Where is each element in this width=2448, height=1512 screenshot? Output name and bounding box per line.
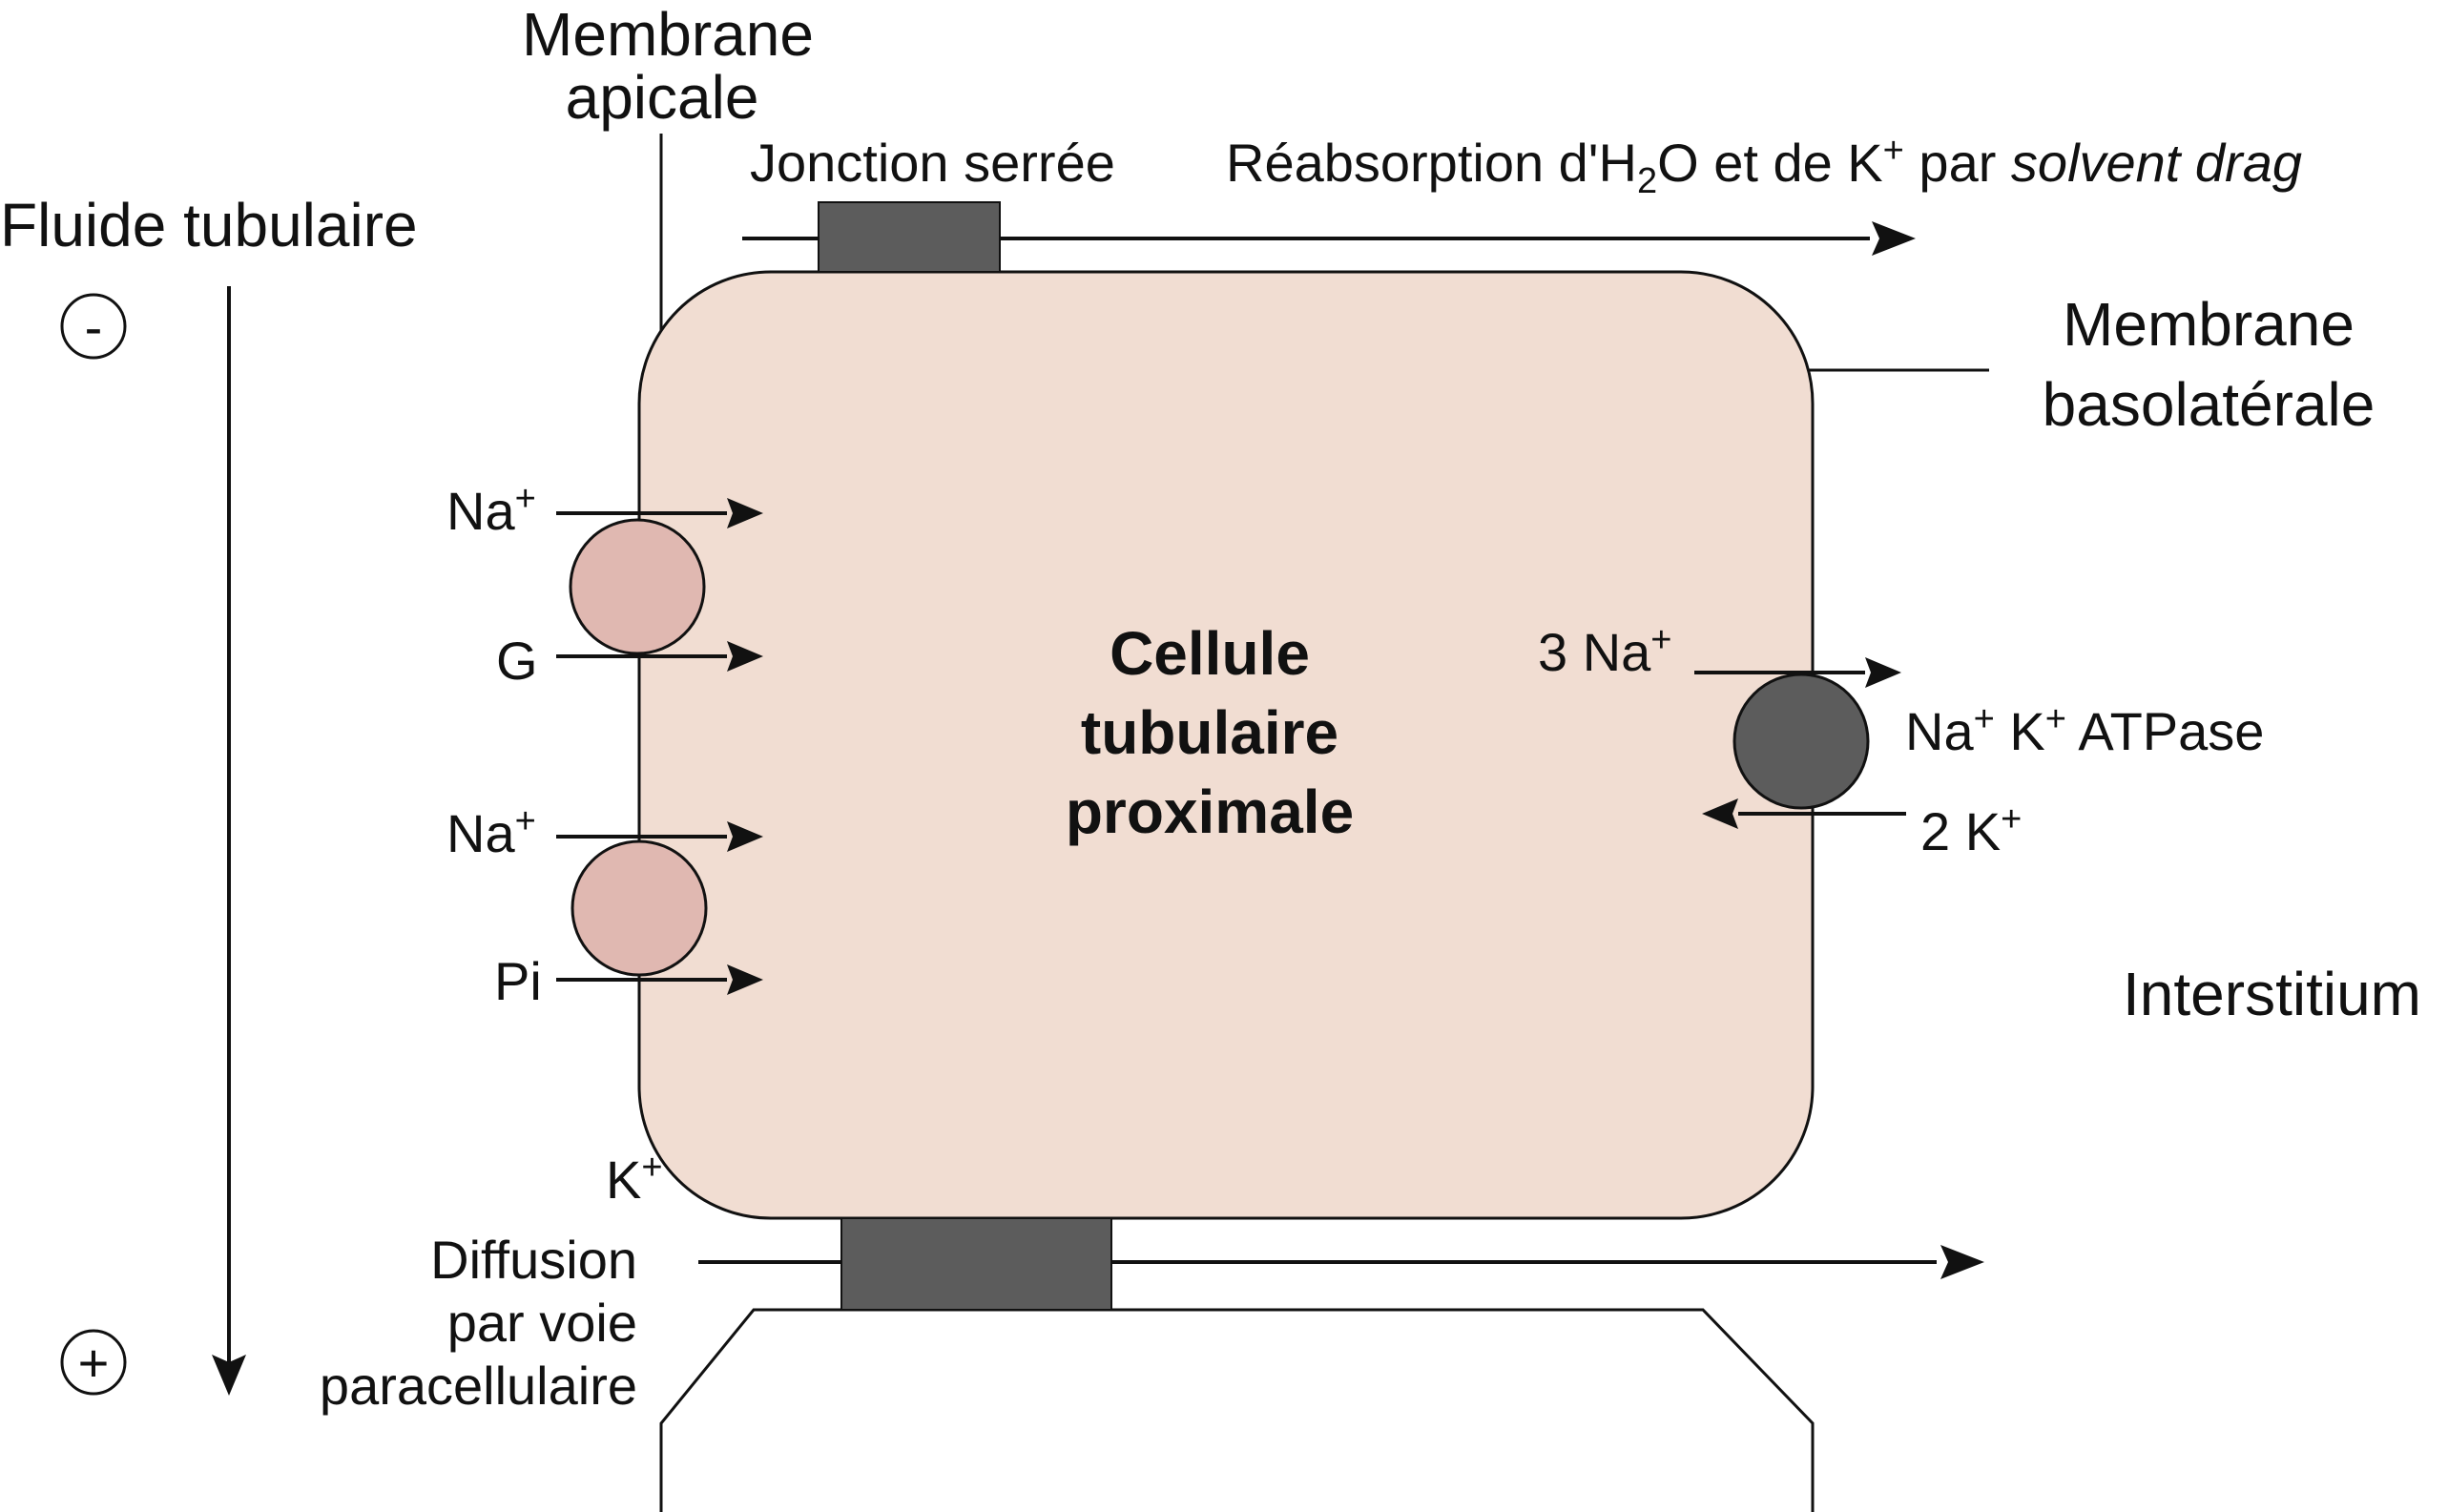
na-k-atpase-label: Na+ K+ ATPase	[1905, 699, 2264, 761]
plus-circle	[60, 1329, 127, 1396]
two-k-arrowhead	[1702, 798, 1738, 829]
phosphate-label: Pi	[494, 951, 542, 1011]
tight-junction-label: Jonction serrée	[750, 133, 1115, 193]
two-k-label: 2 K+	[1920, 799, 2022, 861]
paracellular-diffusion-label-line3: paracellulaire	[320, 1356, 637, 1416]
tubular-fluid-label: Fluide tubulaire	[0, 191, 418, 259]
paracellular-diffusion-label-line2: par voie	[447, 1293, 637, 1353]
minus-circle	[60, 293, 127, 360]
apical-membrane-label-line1: Membrane	[522, 0, 814, 69]
potential-gradient-arrowhead	[212, 1355, 246, 1396]
na1-arrowhead	[727, 498, 763, 528]
k-plus-label: K+	[606, 1148, 663, 1210]
glucose-arrowhead	[727, 641, 763, 672]
glucose-label: G	[496, 631, 538, 691]
cell-title-line3: proximale	[1066, 777, 1354, 846]
cell-title-line2: tubulaire	[1081, 698, 1338, 767]
pi-arrowhead	[727, 964, 763, 995]
na1-label: Na+	[446, 479, 536, 541]
interstitium-label: Interstitium	[2123, 960, 2421, 1028]
minus-sign: -	[85, 297, 103, 357]
basolateral-membrane-label-line2: basolatérale	[2043, 370, 2375, 439]
na2-arrowhead	[727, 821, 763, 852]
three-na-arrowhead	[1865, 657, 1901, 688]
na-k-atpase-pump	[1732, 673, 1870, 810]
cell-title-line1: Cellule	[1110, 619, 1310, 688]
tight-junction-bottom	[840, 1217, 1112, 1311]
tight-junction-top	[818, 201, 1001, 273]
three-na-label: 3 Na+	[1538, 620, 1672, 682]
plus-sign: +	[78, 1333, 110, 1393]
neighbor-cell-outline	[659, 1308, 1815, 1512]
paracellular-diffusion-label-line1: Diffusion	[430, 1230, 637, 1290]
basolateral-membrane-label-line1: Membrane	[2063, 290, 2355, 359]
na-glucose-symporter	[569, 518, 706, 655]
na2-label: Na+	[446, 801, 536, 863]
solvent-drag-arrowhead	[1872, 221, 1916, 256]
apical-membrane-label-line2: apicale	[566, 63, 759, 132]
paracellular-diffusion-arrowhead	[1940, 1245, 1984, 1279]
na-phosphate-symporter	[571, 839, 708, 977]
solvent-drag-label: Réabsorption d'H2O et de K+ par solvent …	[1226, 131, 2302, 201]
